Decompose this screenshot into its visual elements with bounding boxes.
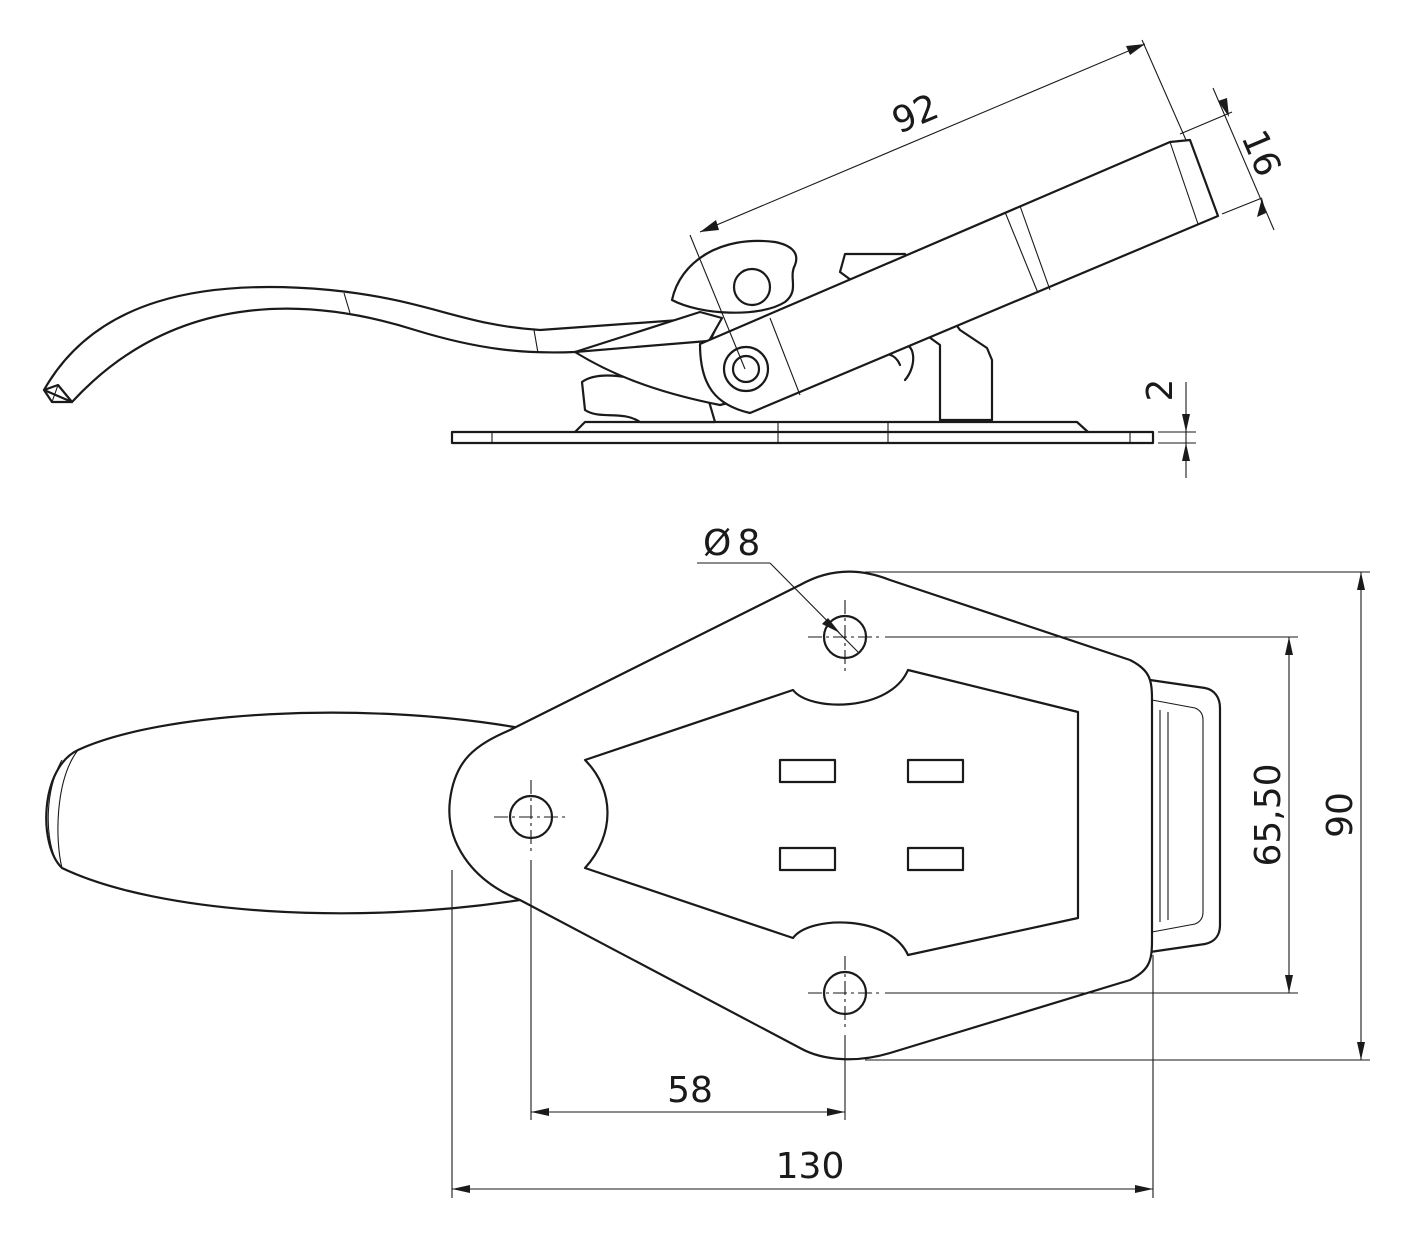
dimension-58: 58 (530, 860, 846, 1120)
dimension-label-90: 90 (1320, 792, 1361, 838)
grip (45, 711, 522, 915)
lever (42, 285, 742, 407)
mounting-holes (494, 600, 882, 1030)
rear-strap (1148, 678, 1222, 954)
dimension-130: 130 (451, 870, 1154, 1198)
side-view: 92 16 2 (42, 39, 1289, 478)
dimension-label-58: 58 (667, 1070, 713, 1111)
dimension-2: 2 (1140, 379, 1196, 478)
dimension-90: 90 (865, 571, 1370, 1061)
handle-bar (698, 138, 1220, 415)
dimension-65-50: 65,50 (885, 636, 1298, 994)
dimension-label-2: 2 (1140, 379, 1181, 402)
dimension-label-65-50: 65,50 (1248, 763, 1289, 866)
dimension-label-92: 92 (886, 87, 944, 143)
dimension-label-130: 130 (776, 1146, 845, 1187)
main-plate (448, 570, 1154, 1061)
dimension-label-16: 16 (1233, 124, 1289, 182)
slot-grid (778, 758, 965, 872)
base-plate (450, 420, 1155, 445)
